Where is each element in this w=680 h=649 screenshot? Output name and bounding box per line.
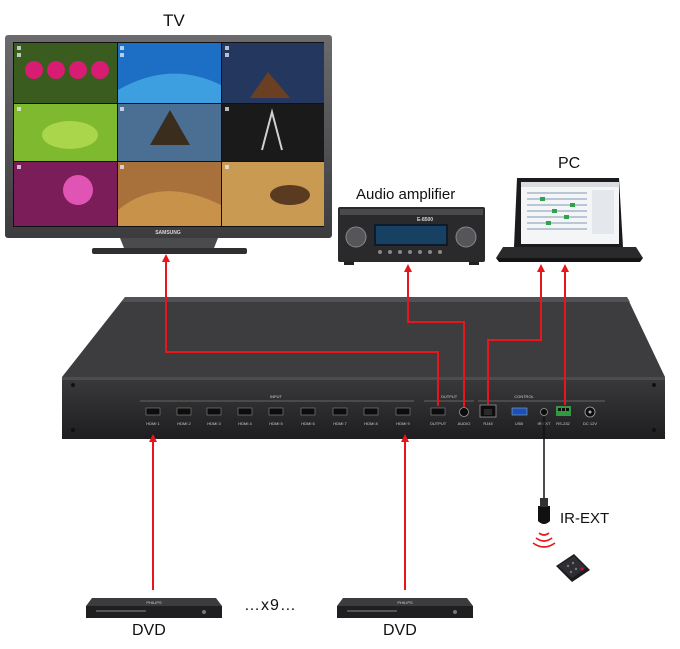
hdmi-port-6: HDMI 6 (300, 407, 316, 426)
hdmi-port-8: HDMI 8 (363, 407, 379, 426)
svg-text:HDMI 2: HDMI 2 (177, 421, 191, 426)
svg-text:USB: USB (515, 421, 524, 426)
rj45-port: RJ45 (479, 404, 497, 426)
usb-port: USB (511, 407, 528, 426)
hdmi-port-2: HDMI 2 (176, 407, 192, 426)
svg-text:HDMI 9: HDMI 9 (396, 421, 410, 426)
audio-amplifier: E-8500 (338, 207, 485, 265)
dvd-player-right: PHILIPS (337, 598, 473, 618)
section-output-label: OUTPUT (441, 394, 458, 399)
svg-text:RS-232: RS-232 (556, 421, 570, 426)
amplifier-label: Audio amplifier (356, 186, 456, 203)
pc-laptop (496, 178, 643, 262)
tv-brand: SAMSUNG (155, 230, 181, 236)
svg-text:OUTPUT: OUTPUT (430, 421, 447, 426)
dvd-right-label: DVD (383, 622, 417, 639)
hdmi-port-9: HDMI 9 (395, 407, 411, 426)
dvd-brand-right: PHILIPS (397, 600, 413, 605)
svg-text:RJ45: RJ45 (483, 421, 493, 426)
repeat-count-label: …x9… (244, 597, 297, 614)
svg-text:HDMI 1: HDMI 1 (146, 421, 160, 426)
hdmi-port-4: HDMI 4 (237, 407, 253, 426)
section-input-label: INPUT (270, 394, 283, 399)
ir-ext-label: IR-EXT (560, 510, 610, 527)
rs232-port: RS-232 (556, 406, 571, 426)
section-control-label: CONTROL (514, 394, 534, 399)
svg-text:HDMI 8: HDMI 8 (364, 421, 378, 426)
hdmi-output-port: OUTPUT (430, 407, 447, 426)
cable-rj45-to-pc (487, 264, 545, 404)
cable-audio-to-amp (404, 264, 465, 407)
matrix-switcher: INPUT OUTPUT CONTROL HDMI 1 HDMI 2 HDMI … (62, 297, 665, 439)
svg-text:DC 12V: DC 12V (583, 421, 597, 426)
hdmi-port-3: HDMI 3 (206, 407, 222, 426)
tv-screen-tiles (14, 43, 324, 226)
cables (149, 254, 569, 590)
tv: SAMSUNG (5, 35, 332, 254)
dc-power-port: DC 12V (583, 406, 597, 426)
svg-text:AUDIO: AUDIO (458, 421, 471, 426)
svg-text:HDMI 4: HDMI 4 (238, 421, 252, 426)
remote-control (556, 554, 590, 582)
audio-output-port: AUDIO (458, 407, 471, 426)
svg-text:HDMI 5: HDMI 5 (269, 421, 283, 426)
svg-text:HDMI 6: HDMI 6 (301, 421, 315, 426)
hdmi-input-ports: HDMI 1 HDMI 2 HDMI 3 HDMI 4 HDMI 5 HDMI … (145, 407, 411, 426)
hdmi-port-5: HDMI 5 (268, 407, 284, 426)
ir-receiver (538, 417, 550, 524)
svg-text:HDMI 7: HDMI 7 (333, 421, 347, 426)
dvd-brand-left: PHILIPS (146, 600, 162, 605)
pc-label: PC (558, 155, 581, 172)
hdmi-port-7: HDMI 7 (332, 407, 348, 426)
tv-label: TV (163, 11, 185, 30)
dvd-player-left: PHILIPS (86, 598, 222, 618)
svg-text:HDMI 3: HDMI 3 (207, 421, 221, 426)
cable-output-to-tv (162, 254, 439, 406)
hdmi-port-1: HDMI 1 (145, 407, 161, 426)
dvd-left-label: DVD (132, 622, 166, 639)
ir-signal-icon (532, 532, 556, 548)
amp-model: E-8500 (417, 217, 433, 223)
